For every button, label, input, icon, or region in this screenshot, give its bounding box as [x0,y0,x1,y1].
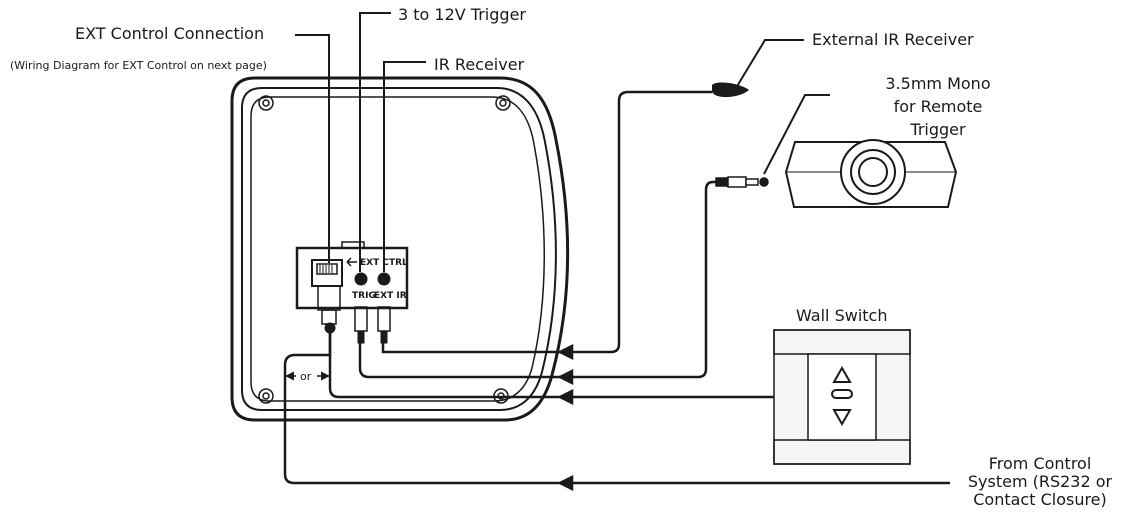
label-from-control-system: From Control System (RS232 or Contact Cl… [960,455,1120,509]
label-from-control-line1: From Control [988,454,1092,473]
label-from-control-line2: System (RS232 or [967,472,1113,491]
label-3-to-12v-trigger: 3 to 12V Trigger [398,5,526,24]
panel-label-trig: TRIG [352,291,376,301]
label-external-ir-receiver: External IR Receiver [812,30,974,49]
label-from-control-line3: Contact Closure) [973,490,1107,509]
enclosure-box [230,76,569,422]
mono-35mm-plug [715,176,769,188]
cable-trigger [358,180,716,386]
cable-external-ir [381,90,712,361]
leader-lines [295,12,830,272]
connector-panel [295,241,409,344]
cable-wall-switch [328,333,774,406]
or-label: or [300,370,312,383]
screw-top-right [495,95,511,111]
external-ir-receiver [712,82,749,98]
label-ir-receiver: IR Receiver [434,55,525,74]
panel-label-ext-ir: EXT IR [374,291,407,301]
wall-switch [773,329,911,465]
label-wall-switch: Wall Switch [796,306,888,325]
label-wiring-note: (Wiring Diagram for EXT Control on next … [10,59,267,72]
cable-control-system [283,333,950,492]
label-ext-control-connection: EXT Control Connection [75,24,265,43]
screw-top-left [258,95,274,111]
label-35mm-mono-line1: 3.5mm Mono [885,74,991,93]
screw-bottom-left [258,388,274,404]
projector [784,139,958,208]
label-35mm-mono-line3: Trigger [910,120,966,139]
label-35mm-mono: 3.5mm Mono for Remote Trigger [868,72,1008,141]
label-35mm-mono-line2: for Remote [893,97,983,116]
